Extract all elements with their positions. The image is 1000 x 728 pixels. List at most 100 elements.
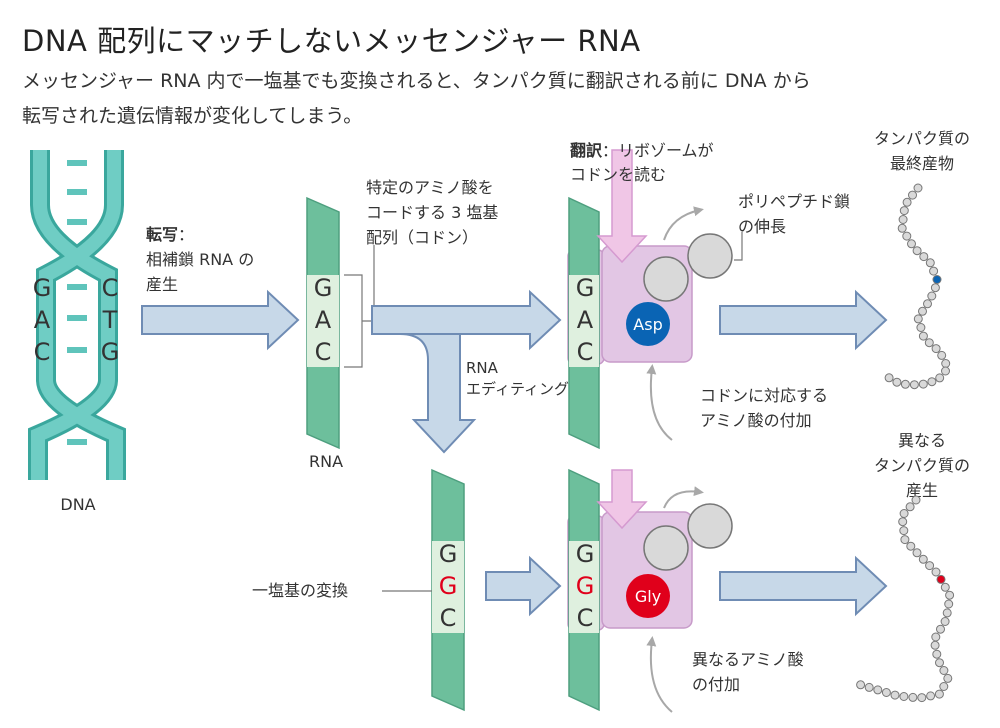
attach-bottom-line-2: の付加 xyxy=(692,675,740,694)
gly-label: Gly xyxy=(635,587,661,606)
bottom-protein-bead xyxy=(942,608,952,618)
attach-label-top: コドンに対応する アミノ酸の付加 xyxy=(700,386,828,430)
dna-bases: G A C C T G xyxy=(33,274,120,366)
bottom-protein-highlight-bead xyxy=(936,574,946,584)
elongation-arrow-bottom xyxy=(663,486,704,509)
edited-base-2-changed: G xyxy=(439,572,458,600)
elongation-arrow-top xyxy=(663,206,704,241)
dna-label: DNA xyxy=(60,495,95,514)
top-protein-bead xyxy=(916,323,926,332)
single-base-change-label: 一塩基の変換 xyxy=(252,581,348,600)
top-protein-bead xyxy=(937,350,947,360)
protein-chain-top xyxy=(884,183,951,390)
bottom-protein-bead xyxy=(856,680,866,690)
bottom-base-1: G xyxy=(576,540,595,568)
rna-base-3: C xyxy=(315,338,332,366)
editing-label: RNA エディティング xyxy=(466,359,569,398)
edited-base-3: C xyxy=(440,604,457,632)
bottom-codon-box xyxy=(569,541,599,633)
bottom-protein-bead xyxy=(881,688,891,697)
bottom-protein-bead xyxy=(935,658,944,668)
gly-amino-acid xyxy=(626,574,670,618)
top-protein-bead xyxy=(884,373,894,383)
transcription-line-2: 産生 xyxy=(146,275,178,294)
top-protein-bead xyxy=(912,246,922,256)
bottom-protein-bead xyxy=(931,632,941,642)
dna-base-left-2: A xyxy=(34,306,51,334)
bottom-base-2-changed: G xyxy=(576,572,595,600)
top-protein-bead xyxy=(918,306,927,316)
rna-base-1: G xyxy=(314,274,333,302)
different-protein-line-2: タンパク質の xyxy=(874,456,970,475)
top-protein-bead xyxy=(927,377,937,387)
bottom-protein-bead xyxy=(905,502,915,512)
bottom-protein-bead xyxy=(939,666,949,675)
subtitle-line-1: メッセンジャー RNA 内で一塩基でも変換されると、タンパク質に翻訳される前に … xyxy=(22,70,811,92)
bottom-protein-bead xyxy=(945,590,955,600)
top-protein-bead xyxy=(929,266,939,276)
codon-bracket xyxy=(344,245,375,368)
bottom-reading-arrow xyxy=(596,469,648,530)
top-protein-bead xyxy=(931,344,941,354)
dna-base-left-1: G xyxy=(33,274,52,302)
top-protein-bead xyxy=(941,359,951,368)
codon-note: 特定のアミノ酸を コードする 3 塩基 配列（コドン） xyxy=(366,178,498,247)
bottom-protein-bead xyxy=(926,691,936,701)
bottom-protein-bead xyxy=(917,693,927,703)
top-protein-bead xyxy=(918,379,928,389)
top-protein-bead xyxy=(919,252,929,262)
bottom-protein-bead xyxy=(944,599,954,609)
top-protein-bead xyxy=(925,258,935,268)
bottom-protein-bead xyxy=(911,495,921,505)
top-protein-bead xyxy=(930,283,940,293)
rna-codon-box xyxy=(307,275,339,367)
top-protein-bead xyxy=(897,223,907,233)
final-protein-line-1: タンパク質の xyxy=(874,129,970,148)
transcription-label: 転写： 相補鎖 RNA の 産生 xyxy=(146,225,254,294)
attach-top-line-1: コドンに対応する xyxy=(700,386,828,405)
bottom-protein-bead xyxy=(899,509,909,518)
top-protein-bead xyxy=(902,231,912,241)
bottom-protein-bead xyxy=(931,567,941,577)
bottom-protein-bead xyxy=(912,548,922,558)
bottom-protein-bead xyxy=(939,682,949,691)
bottom-protein-bead xyxy=(899,526,909,536)
bottom-protein-bead xyxy=(940,617,950,626)
transcription-title: 転写 xyxy=(146,225,178,244)
elongation-line-2: の伸長 xyxy=(738,217,786,236)
editing-label-line-2: エディティング xyxy=(466,380,569,398)
bottom-protein-bead xyxy=(943,673,953,683)
attach-bottom-line-1: 異なるアミノ酸 xyxy=(692,650,804,669)
dna-base-right-3: G xyxy=(101,338,120,366)
edited-codon-box xyxy=(432,541,464,633)
top-protein-bead xyxy=(923,299,932,309)
transcription-line-1: 相補鎖 RNA の xyxy=(146,250,254,269)
top-protein-bead xyxy=(913,183,923,193)
different-protein-label: 異なる タンパク質の 産生 xyxy=(874,431,970,500)
top-protein-bead xyxy=(935,373,945,383)
translation-arrow-bottom xyxy=(485,555,562,617)
bottom-protein-bead xyxy=(906,541,916,551)
top-protein-bead xyxy=(907,239,916,249)
bottom-base-3: C xyxy=(577,604,594,632)
elongation-line-1: ポリペプチド鎖 xyxy=(738,192,850,211)
editing-arrow xyxy=(399,333,477,454)
protein-arrow-top xyxy=(719,289,888,351)
top-protein-bead xyxy=(900,379,910,389)
svg-text:転写：: 転写： xyxy=(146,225,194,244)
top-protein-bead xyxy=(892,377,902,387)
bottom-protein-bead xyxy=(940,582,950,592)
top-protein-bead xyxy=(899,206,909,216)
svg-text:翻訳：リボゾームが: 翻訳：リボゾームが xyxy=(570,141,714,160)
final-protein-line-2: 最終産物 xyxy=(890,154,954,173)
top-codon-box xyxy=(569,275,599,367)
edited-base-1: G xyxy=(439,540,458,568)
bottom-protein-bead xyxy=(864,682,874,692)
top-protein-bead xyxy=(898,215,908,224)
edited-rna-strand: G G C xyxy=(431,468,465,712)
protein-arrow-bottom xyxy=(719,555,888,617)
bottom-protein-bead xyxy=(918,554,928,564)
codon-note-line-3: 配列（コドン） xyxy=(366,228,478,247)
diagram-title: DNA 配列にマッチしないメッセンジャー RNA xyxy=(22,24,641,58)
